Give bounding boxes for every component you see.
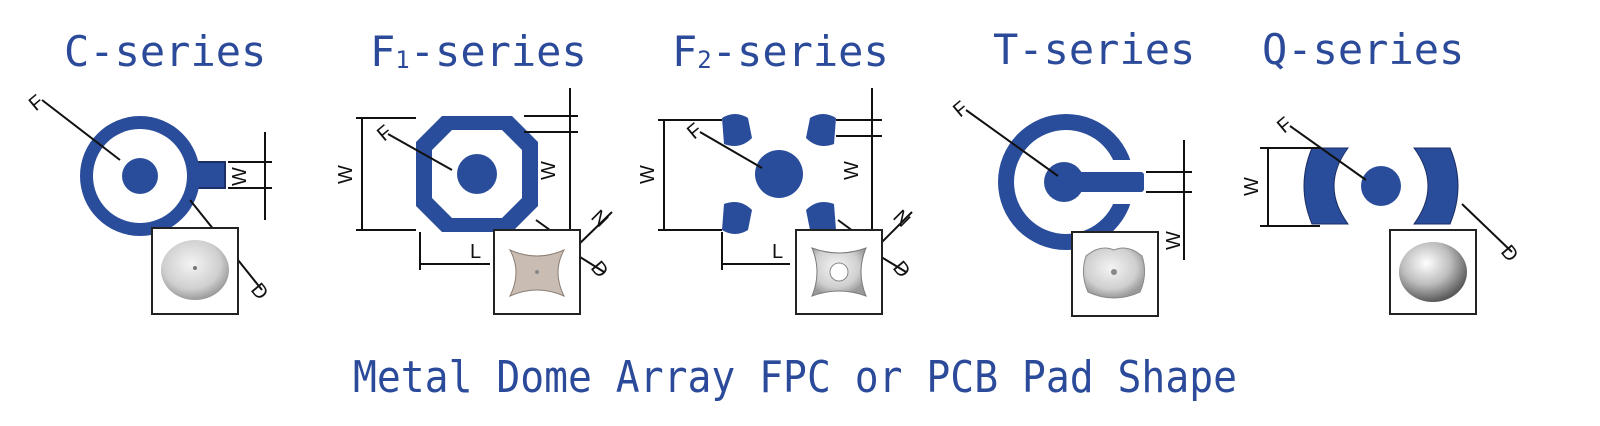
dim-label-l: L bbox=[772, 241, 783, 263]
dim-label-w: W bbox=[1241, 177, 1263, 196]
t-series-pad bbox=[998, 114, 1144, 250]
q-series-pad bbox=[1303, 147, 1459, 225]
dim-label-d: D bbox=[1496, 241, 1522, 266]
dim-label-n: N bbox=[888, 206, 914, 232]
t-series-dome-photo bbox=[1071, 231, 1159, 317]
dim-label-d: D bbox=[888, 257, 914, 282]
dim-label-f: F bbox=[949, 97, 973, 122]
diagram-caption: Metal Dome Array FPC or PCB Pad Shape bbox=[353, 352, 1237, 403]
dim-label-w: W bbox=[637, 165, 659, 184]
c-series-dome-photo bbox=[151, 227, 239, 315]
f1-series-pad bbox=[416, 116, 538, 232]
dim-label-d: D bbox=[246, 279, 272, 304]
series-title-t: T-series bbox=[993, 25, 1195, 74]
series-title-q: Q-series bbox=[1262, 25, 1464, 74]
dim-label-f: F bbox=[1273, 113, 1297, 138]
series-title-c: C-series bbox=[64, 27, 266, 76]
dim-label-l: L bbox=[470, 241, 481, 263]
dim-label-w: W bbox=[229, 167, 251, 186]
dim-label-f: F bbox=[373, 121, 397, 146]
dim-label-w: W bbox=[841, 161, 863, 180]
dim-label-d: D bbox=[586, 257, 612, 282]
dim-label-w: W bbox=[1163, 231, 1185, 250]
dim-label-w: W bbox=[335, 165, 357, 184]
f1-series-dome-photo bbox=[493, 229, 581, 315]
c-series-pad bbox=[80, 116, 226, 236]
dim-label-n: N bbox=[586, 206, 612, 232]
series-title-f2: F2-series bbox=[672, 27, 889, 76]
f2-series-dome-photo bbox=[795, 229, 883, 315]
series-title-f1: F1-series bbox=[370, 27, 587, 76]
q-series-dome-photo bbox=[1389, 229, 1477, 315]
dim-label-f: F bbox=[683, 119, 707, 144]
dim-label-w: W bbox=[538, 161, 560, 180]
f2-series-pad bbox=[722, 114, 836, 234]
